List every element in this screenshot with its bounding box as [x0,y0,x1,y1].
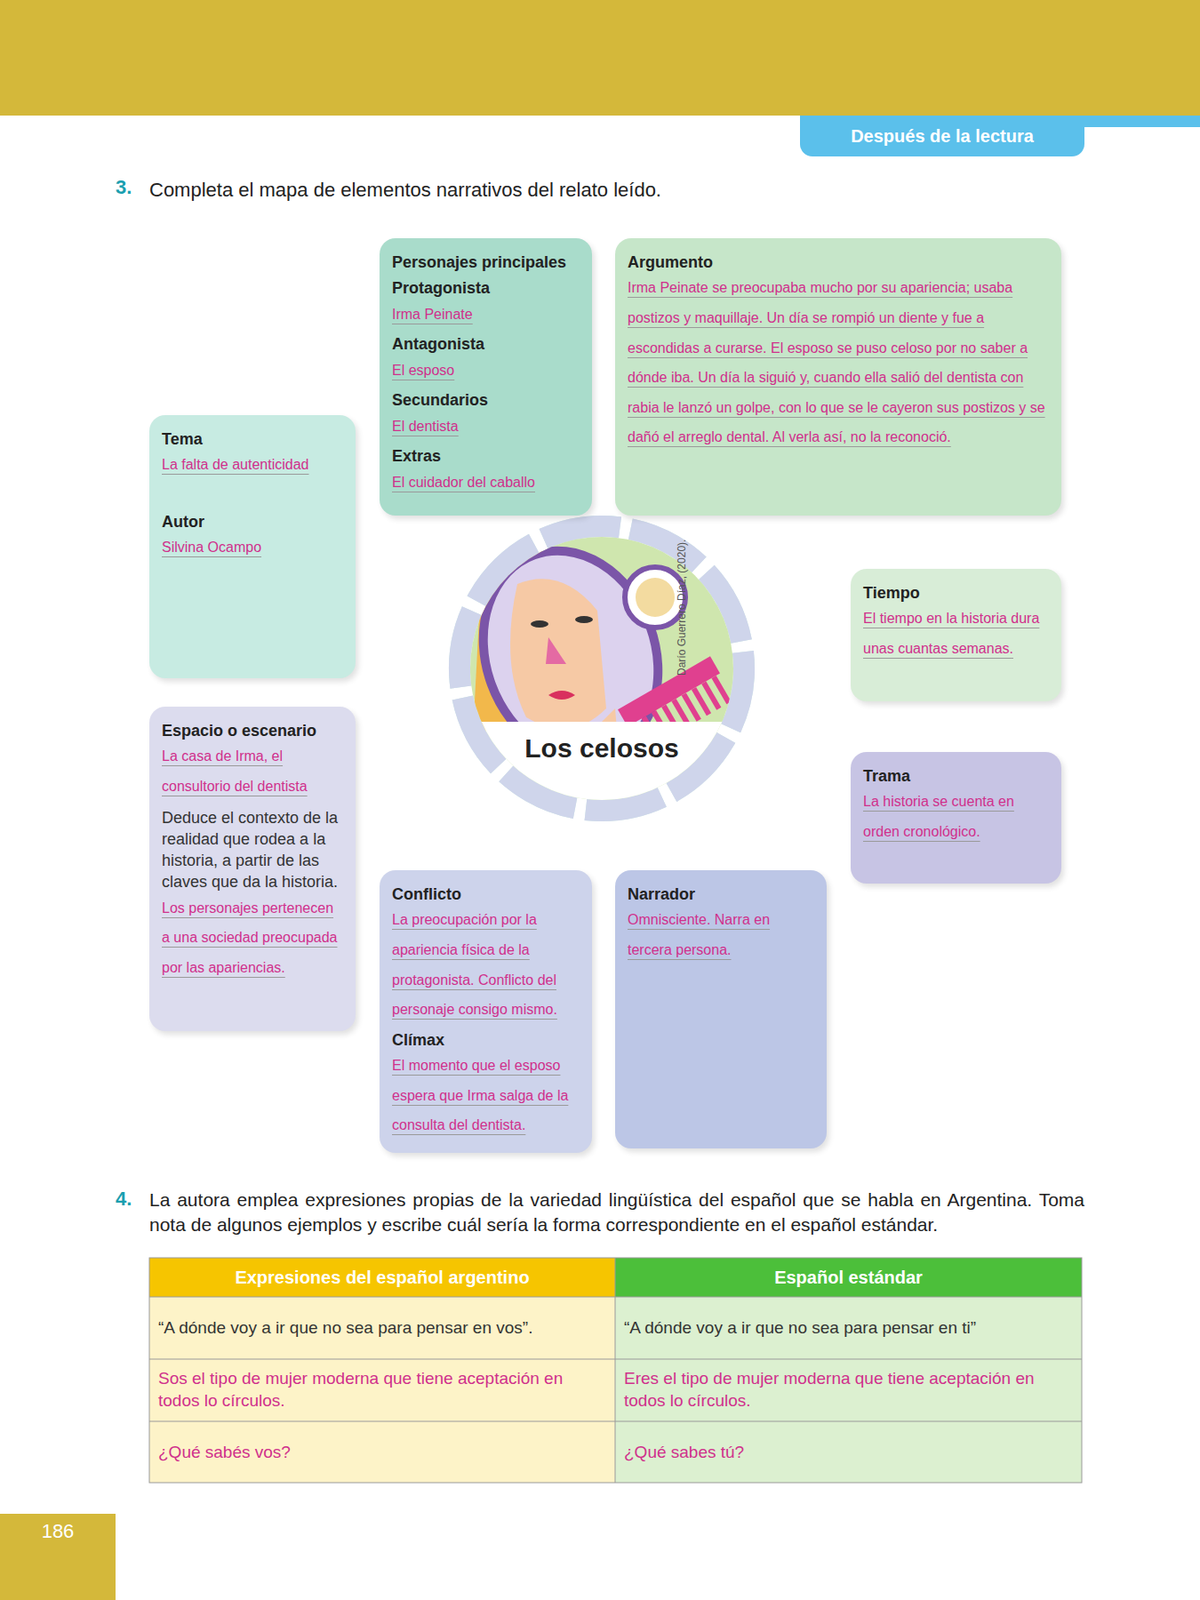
field-heading: Argumento [627,252,1049,273]
table-cell: Eres el tipo de mujer moderna que tiene … [615,1359,1082,1422]
field-heading: Narrador [627,884,815,905]
table [149,1257,1082,1483]
setting-box: Espacio o escenarioLa casa de Irma, el c… [149,706,356,1032]
table-header: Español estándar [615,1257,1082,1297]
answer-text: El momento que el esposo espera que Irma… [392,1050,580,1141]
exercise-instruction: La autora emplea expresiones propias de … [149,1187,1085,1239]
answer-text: Irma Peinate [392,299,580,330]
table-cell: “A dónde voy a ir que no sea para pensar… [149,1296,616,1360]
conflict-box: ConflictoLa preocupación por la aparienc… [379,870,592,1153]
answer-text: El tiempo en la historia dura unas cuant… [863,603,1049,664]
exercise-number: 4. [115,1187,148,1211]
exercise-instruction: Completa el mapa de elementos narrativos… [149,177,950,204]
answer-text: Irma Peinate se preocupaba mucho por su … [627,272,1049,453]
field-heading: Protagonista [392,278,580,299]
illustration-credit: Darío Guerrero Díaz, (2020). [675,497,688,676]
answer-text: El dentista [392,411,580,442]
field-heading: Trama [863,766,1049,787]
field-heading: Tema [161,429,344,450]
page-number-band [0,1513,116,1600]
table-cell: ¿Qué sabés vos? [149,1421,616,1484]
cover-illustration [464,530,740,807]
table-header: Expresiones del español argentino [149,1257,616,1297]
field-heading: Secundarios [392,390,580,411]
answer-text: El cuidador del caballo [392,467,580,498]
answer-text: La casa de Irma, el consultorio del dent… [161,741,344,801]
answer-text: La preocupación por la apariencia física… [392,904,580,1024]
title-circle: Los celosos [464,530,740,807]
instruction-text: Deduce el contexto de la realidad que ro… [161,807,344,894]
page-number: 186 [0,1520,116,1544]
story-title: Los celosos [464,733,740,764]
field-heading: Antagonista [392,334,580,355]
answer-text: Los personajes pertenecen a una sociedad… [161,893,344,984]
narrator-box: NarradorOmnisciente. Narra en tercera pe… [615,870,827,1149]
field-heading: Tiempo [863,583,1049,604]
exercise-number: 3. [115,176,148,200]
answer-text: La historia se cuenta en orden cronológi… [863,786,1049,847]
answer-text: El esposo [392,355,580,386]
answer-text: La falta de autenticidad [161,449,344,480]
plot-box: ArgumentoIrma Peinate se preocupaba much… [615,238,1062,516]
table-cell: Sos el tipo de mujer moderna que tiene a… [149,1359,616,1422]
time-box: TiempoEl tiempo en la historia dura unas… [850,568,1062,702]
answer-text: Silvina Ocampo [161,532,344,563]
answer-text: Omnisciente. Narra en tercera persona. [627,904,815,965]
field-heading: Espacio o escenario [161,720,344,742]
field-heading: Autor [161,512,344,533]
tab-label: Después de la lectura [800,115,1085,157]
plot-order-box: TramaLa historia se cuenta en orden cron… [850,752,1062,884]
field-heading: Extras [392,446,580,467]
table-cell: ¿Qué sabes tú? [615,1421,1082,1484]
characters-box: Personajes principalesProtagonistaIrma P… [379,238,592,516]
field-heading: Clímax [392,1030,580,1051]
title-ring [407,473,796,863]
field-heading: Personajes principales [392,252,580,273]
table-cell: “A dónde voy a ir que no sea para pensar… [615,1296,1082,1360]
field-heading: Conflicto [392,884,580,905]
section-tab: Después de la lectura [800,115,1085,157]
theme-author-box: TemaLa falta de autenticidadAutorSilvina… [149,415,356,679]
top-band [0,0,1200,116]
